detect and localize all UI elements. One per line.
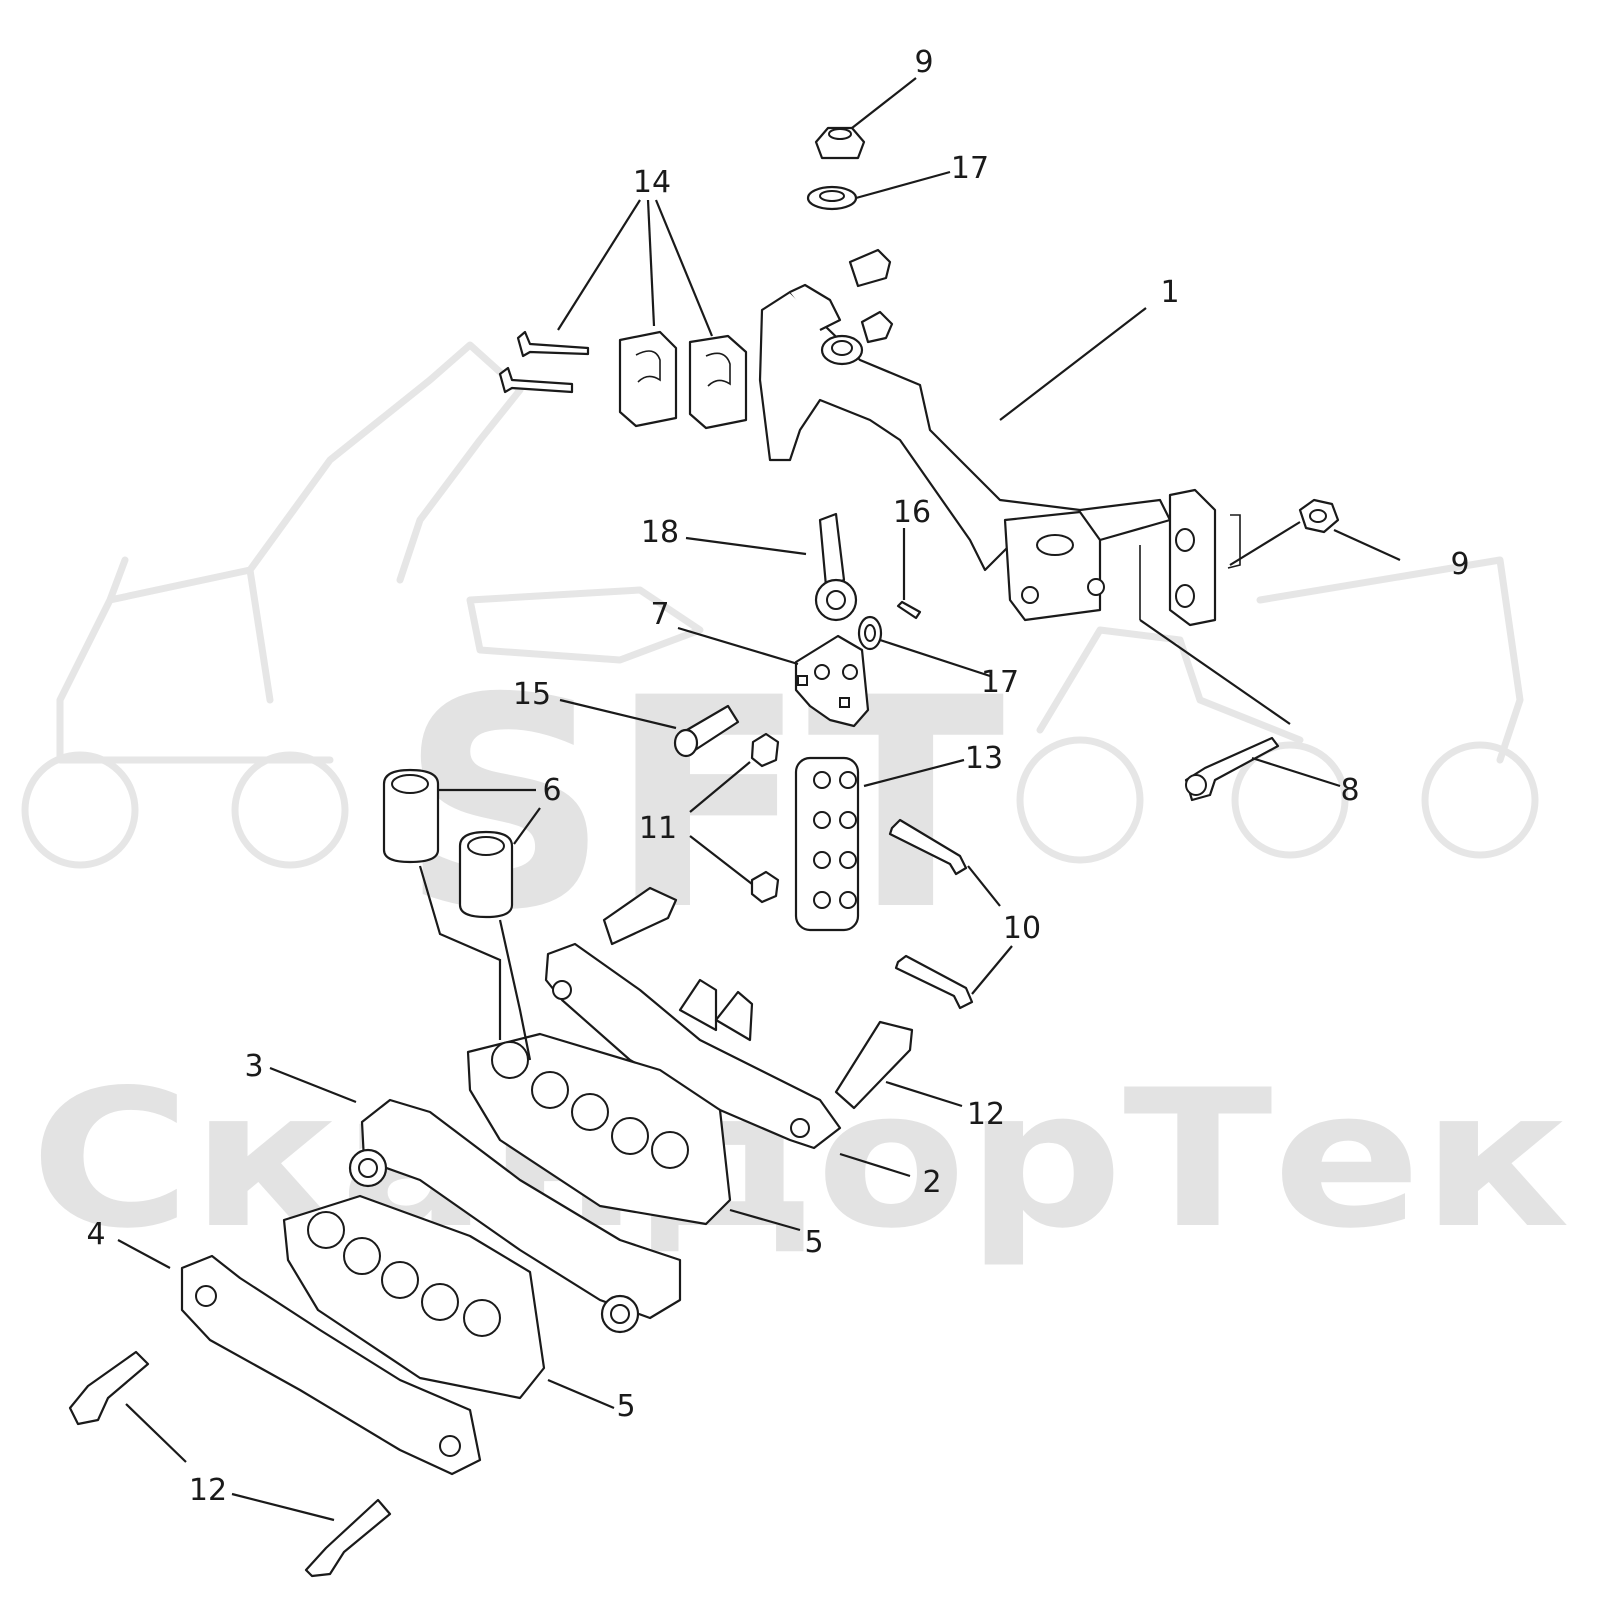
callout-5-lower: 5 xyxy=(616,1389,635,1424)
watermark-logo: SFT xyxy=(400,637,1006,974)
callout-17-mid: 17 xyxy=(981,665,1019,700)
callout-8: 8 xyxy=(1340,773,1359,808)
part-14-bolts xyxy=(498,330,590,394)
part-17-washer-top xyxy=(806,185,858,211)
callout-14: 14 xyxy=(633,165,671,200)
callout-numbers: 9 17 14 1 9 8 16 18 7 17 15 13 6 11 10 1… xyxy=(86,45,1469,1508)
callout-1: 1 xyxy=(1160,275,1179,310)
part-1-bracket xyxy=(758,248,1241,627)
part-18-eye-bolt xyxy=(814,512,858,622)
part-16-split-pin xyxy=(896,600,922,620)
part-17-washer-mid xyxy=(857,615,883,651)
part-10-bolts xyxy=(888,818,974,1010)
part-15-clevis-pin xyxy=(673,704,740,758)
part-9-nut-right xyxy=(1298,498,1340,534)
part-9-nut-top xyxy=(814,126,866,160)
watermark-machinery xyxy=(21,341,1539,869)
part-5-clamp-block-upper xyxy=(466,1032,732,1226)
callout-15: 15 xyxy=(513,677,551,712)
part-6-bushings xyxy=(382,768,514,919)
callout-13: 13 xyxy=(965,741,1003,776)
callout-12-right: 12 xyxy=(967,1097,1005,1132)
part-11-nuts xyxy=(750,732,780,904)
callout-16: 16 xyxy=(893,495,931,530)
callout-4: 4 xyxy=(86,1217,105,1252)
part-13-leaf-chain xyxy=(794,756,860,932)
callout-11: 11 xyxy=(639,811,677,846)
part-4-plate xyxy=(180,1254,482,1476)
callout-6: 6 xyxy=(542,773,561,808)
callout-2: 2 xyxy=(922,1165,941,1200)
callout-17-top: 17 xyxy=(951,151,989,186)
callout-7: 7 xyxy=(650,597,669,632)
part-8-cap-screw xyxy=(1184,736,1280,802)
leader-lines xyxy=(117,77,1401,1522)
part-14-clamp-halves xyxy=(618,330,748,430)
callout-3: 3 xyxy=(244,1049,263,1084)
part-7-link-plate xyxy=(794,634,870,728)
callout-9-top: 9 xyxy=(914,45,933,80)
callout-9-right: 9 xyxy=(1450,547,1469,582)
part-12-screws xyxy=(68,886,914,1578)
part-5-clamp-block-lower xyxy=(282,1194,546,1400)
part-3-plate xyxy=(348,1098,682,1334)
callout-10: 10 xyxy=(1003,911,1041,946)
part-2-strap xyxy=(544,942,842,1150)
callout-5-upper: 5 xyxy=(804,1225,823,1260)
callout-18: 18 xyxy=(641,515,679,550)
callout-12-bottom: 12 xyxy=(189,1473,227,1508)
